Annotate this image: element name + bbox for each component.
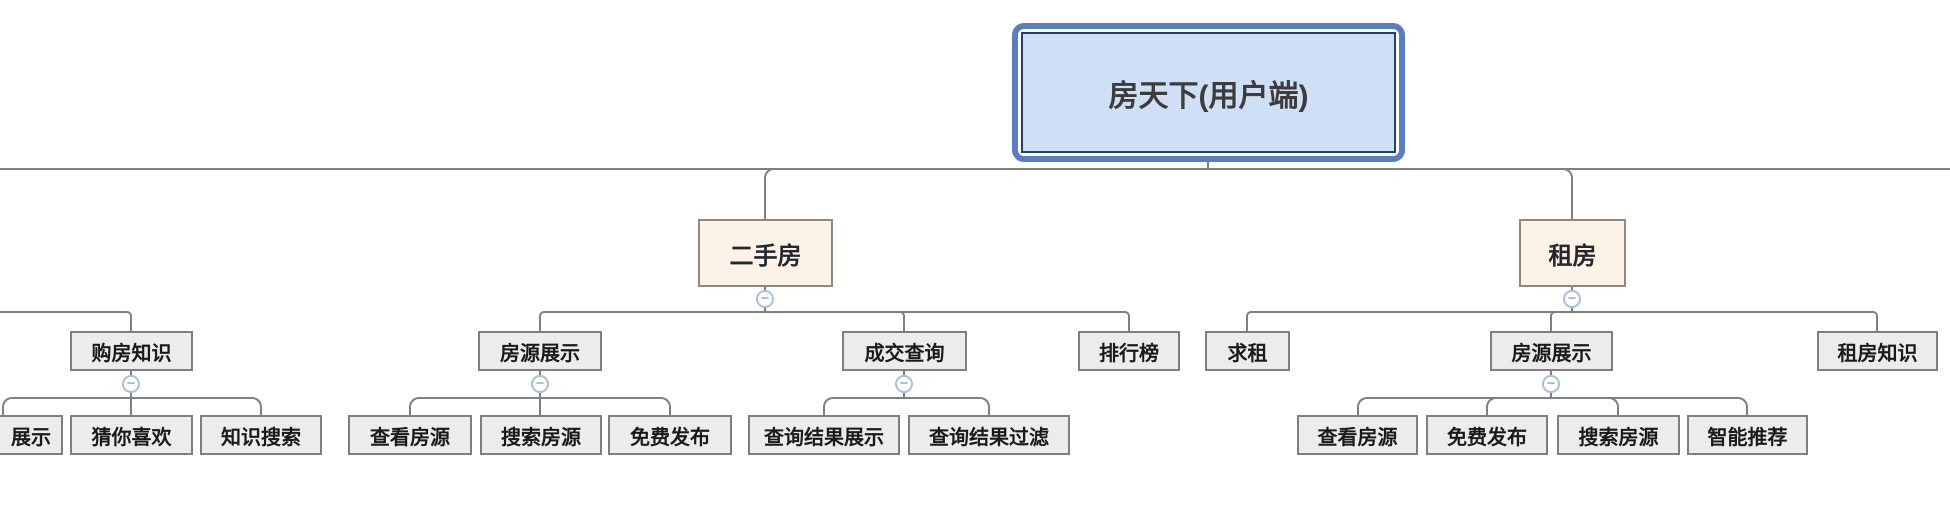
node-free-publish-right[interactable]: 免费发布 xyxy=(1426,415,1548,455)
node-ranking[interactable]: 排行榜 xyxy=(1078,331,1180,371)
node-guess-you-like[interactable]: 猜你喜欢 xyxy=(70,415,193,455)
connector-to-knowledge-search xyxy=(130,397,262,415)
node-search-listings-left[interactable]: 搜索房源 xyxy=(480,415,602,455)
node-search-listings-left-label: 搜索房源 xyxy=(501,426,581,449)
node-query-result-display-label: 查询结果展示 xyxy=(764,426,884,449)
node-view-listings-left-label: 查看房源 xyxy=(370,426,450,449)
collapse-icon-deal-query[interactable]: − xyxy=(895,375,913,393)
collapse-icon-buy-knowledge[interactable]: − xyxy=(122,375,140,393)
connector-to-listing-display-left xyxy=(539,311,766,331)
node-listing-display-left-label: 房源展示 xyxy=(500,342,580,365)
node-search-listings-right[interactable]: 搜索房源 xyxy=(1557,415,1680,455)
node-rent-knowledge-label: 租房知识 xyxy=(1837,342,1918,365)
node-knowledge-search-label: 知识搜索 xyxy=(221,426,301,449)
node-listing-display-right-label: 房源展示 xyxy=(1511,342,1592,365)
node-smart-recommend[interactable]: 智能推荐 xyxy=(1687,415,1808,455)
node-view-listings-right[interactable]: 查看房源 xyxy=(1297,415,1418,455)
node-deal-query-label: 成交查询 xyxy=(864,342,945,365)
connector-offscreen-to-buy-knowledge xyxy=(0,311,132,331)
node-seek-rent-label: 求租 xyxy=(1227,342,1268,365)
node-query-result-filter[interactable]: 查询结果过滤 xyxy=(908,415,1070,455)
connector-to-smart-recommend xyxy=(1550,397,1748,415)
collapse-icon-listing-display-left[interactable]: − xyxy=(531,375,549,393)
node-buy-knowledge-label: 购房知识 xyxy=(91,342,172,365)
connector-root-stem xyxy=(1207,160,1209,170)
node-search-listings-right-label: 搜索房源 xyxy=(1578,426,1659,449)
connector-to-free-publish-left xyxy=(539,397,671,415)
node-renting-label: 租房 xyxy=(1548,242,1597,270)
node-query-result-filter-label: 查询结果过滤 xyxy=(929,426,1049,449)
node-second-hand-house-label: 二手房 xyxy=(729,242,802,270)
collapse-icon-renting[interactable]: − xyxy=(1563,290,1581,308)
connector-to-rent-knowledge xyxy=(1571,311,1878,331)
node-seek-rent[interactable]: 求租 xyxy=(1205,331,1290,371)
node-listing-display-right[interactable]: 房源展示 xyxy=(1490,331,1613,371)
connector-root-to-second-hand xyxy=(764,168,1209,219)
node-buy-knowledge[interactable]: 购房知识 xyxy=(70,331,193,371)
connector-to-seek-rent xyxy=(1246,311,1573,331)
node-root-label: 房天下(用户端) xyxy=(1021,32,1396,153)
node-display-clipped-label: 展示 xyxy=(11,426,51,449)
node-root[interactable]: 房天下(用户端) xyxy=(1012,23,1405,162)
node-view-listings-right-label: 查看房源 xyxy=(1317,426,1398,449)
node-second-hand-house[interactable]: 二手房 xyxy=(698,219,833,287)
node-deal-query[interactable]: 成交查询 xyxy=(842,331,967,371)
node-ranking-label: 排行榜 xyxy=(1099,342,1159,365)
connector-to-free-publish-right xyxy=(1486,397,1552,415)
node-free-publish-left-label: 免费发布 xyxy=(630,426,710,449)
node-view-listings-left[interactable]: 查看房源 xyxy=(348,415,472,455)
node-guess-you-like-label: 猜你喜欢 xyxy=(91,426,172,449)
node-knowledge-search[interactable]: 知识搜索 xyxy=(200,415,322,455)
node-free-publish-right-label: 免费发布 xyxy=(1447,426,1527,449)
node-smart-recommend-label: 智能推荐 xyxy=(1707,426,1788,449)
connector-to-display-clipped xyxy=(2,397,133,415)
connector-to-listing-display-right xyxy=(1550,311,1573,331)
node-listing-display-left[interactable]: 房源展示 xyxy=(478,331,602,371)
connector-to-query-result-filter xyxy=(903,397,990,415)
connector-root-to-renting xyxy=(1207,168,1573,219)
connector-to-ranking xyxy=(764,311,1130,331)
node-display-clipped[interactable]: 展示 xyxy=(0,415,63,455)
collapse-icon-second-hand[interactable]: − xyxy=(756,290,774,308)
collapse-icon-listing-display-right[interactable]: − xyxy=(1542,375,1560,393)
connector-to-view-listings-right xyxy=(1357,397,1552,415)
node-renting[interactable]: 租房 xyxy=(1519,219,1626,287)
node-query-result-display[interactable]: 查询结果展示 xyxy=(748,415,900,455)
node-free-publish-left[interactable]: 免费发布 xyxy=(608,415,732,455)
node-rent-knowledge[interactable]: 租房知识 xyxy=(1817,331,1938,371)
connector-to-query-result-display xyxy=(823,397,905,415)
connector-to-view-listings-left xyxy=(409,397,541,415)
